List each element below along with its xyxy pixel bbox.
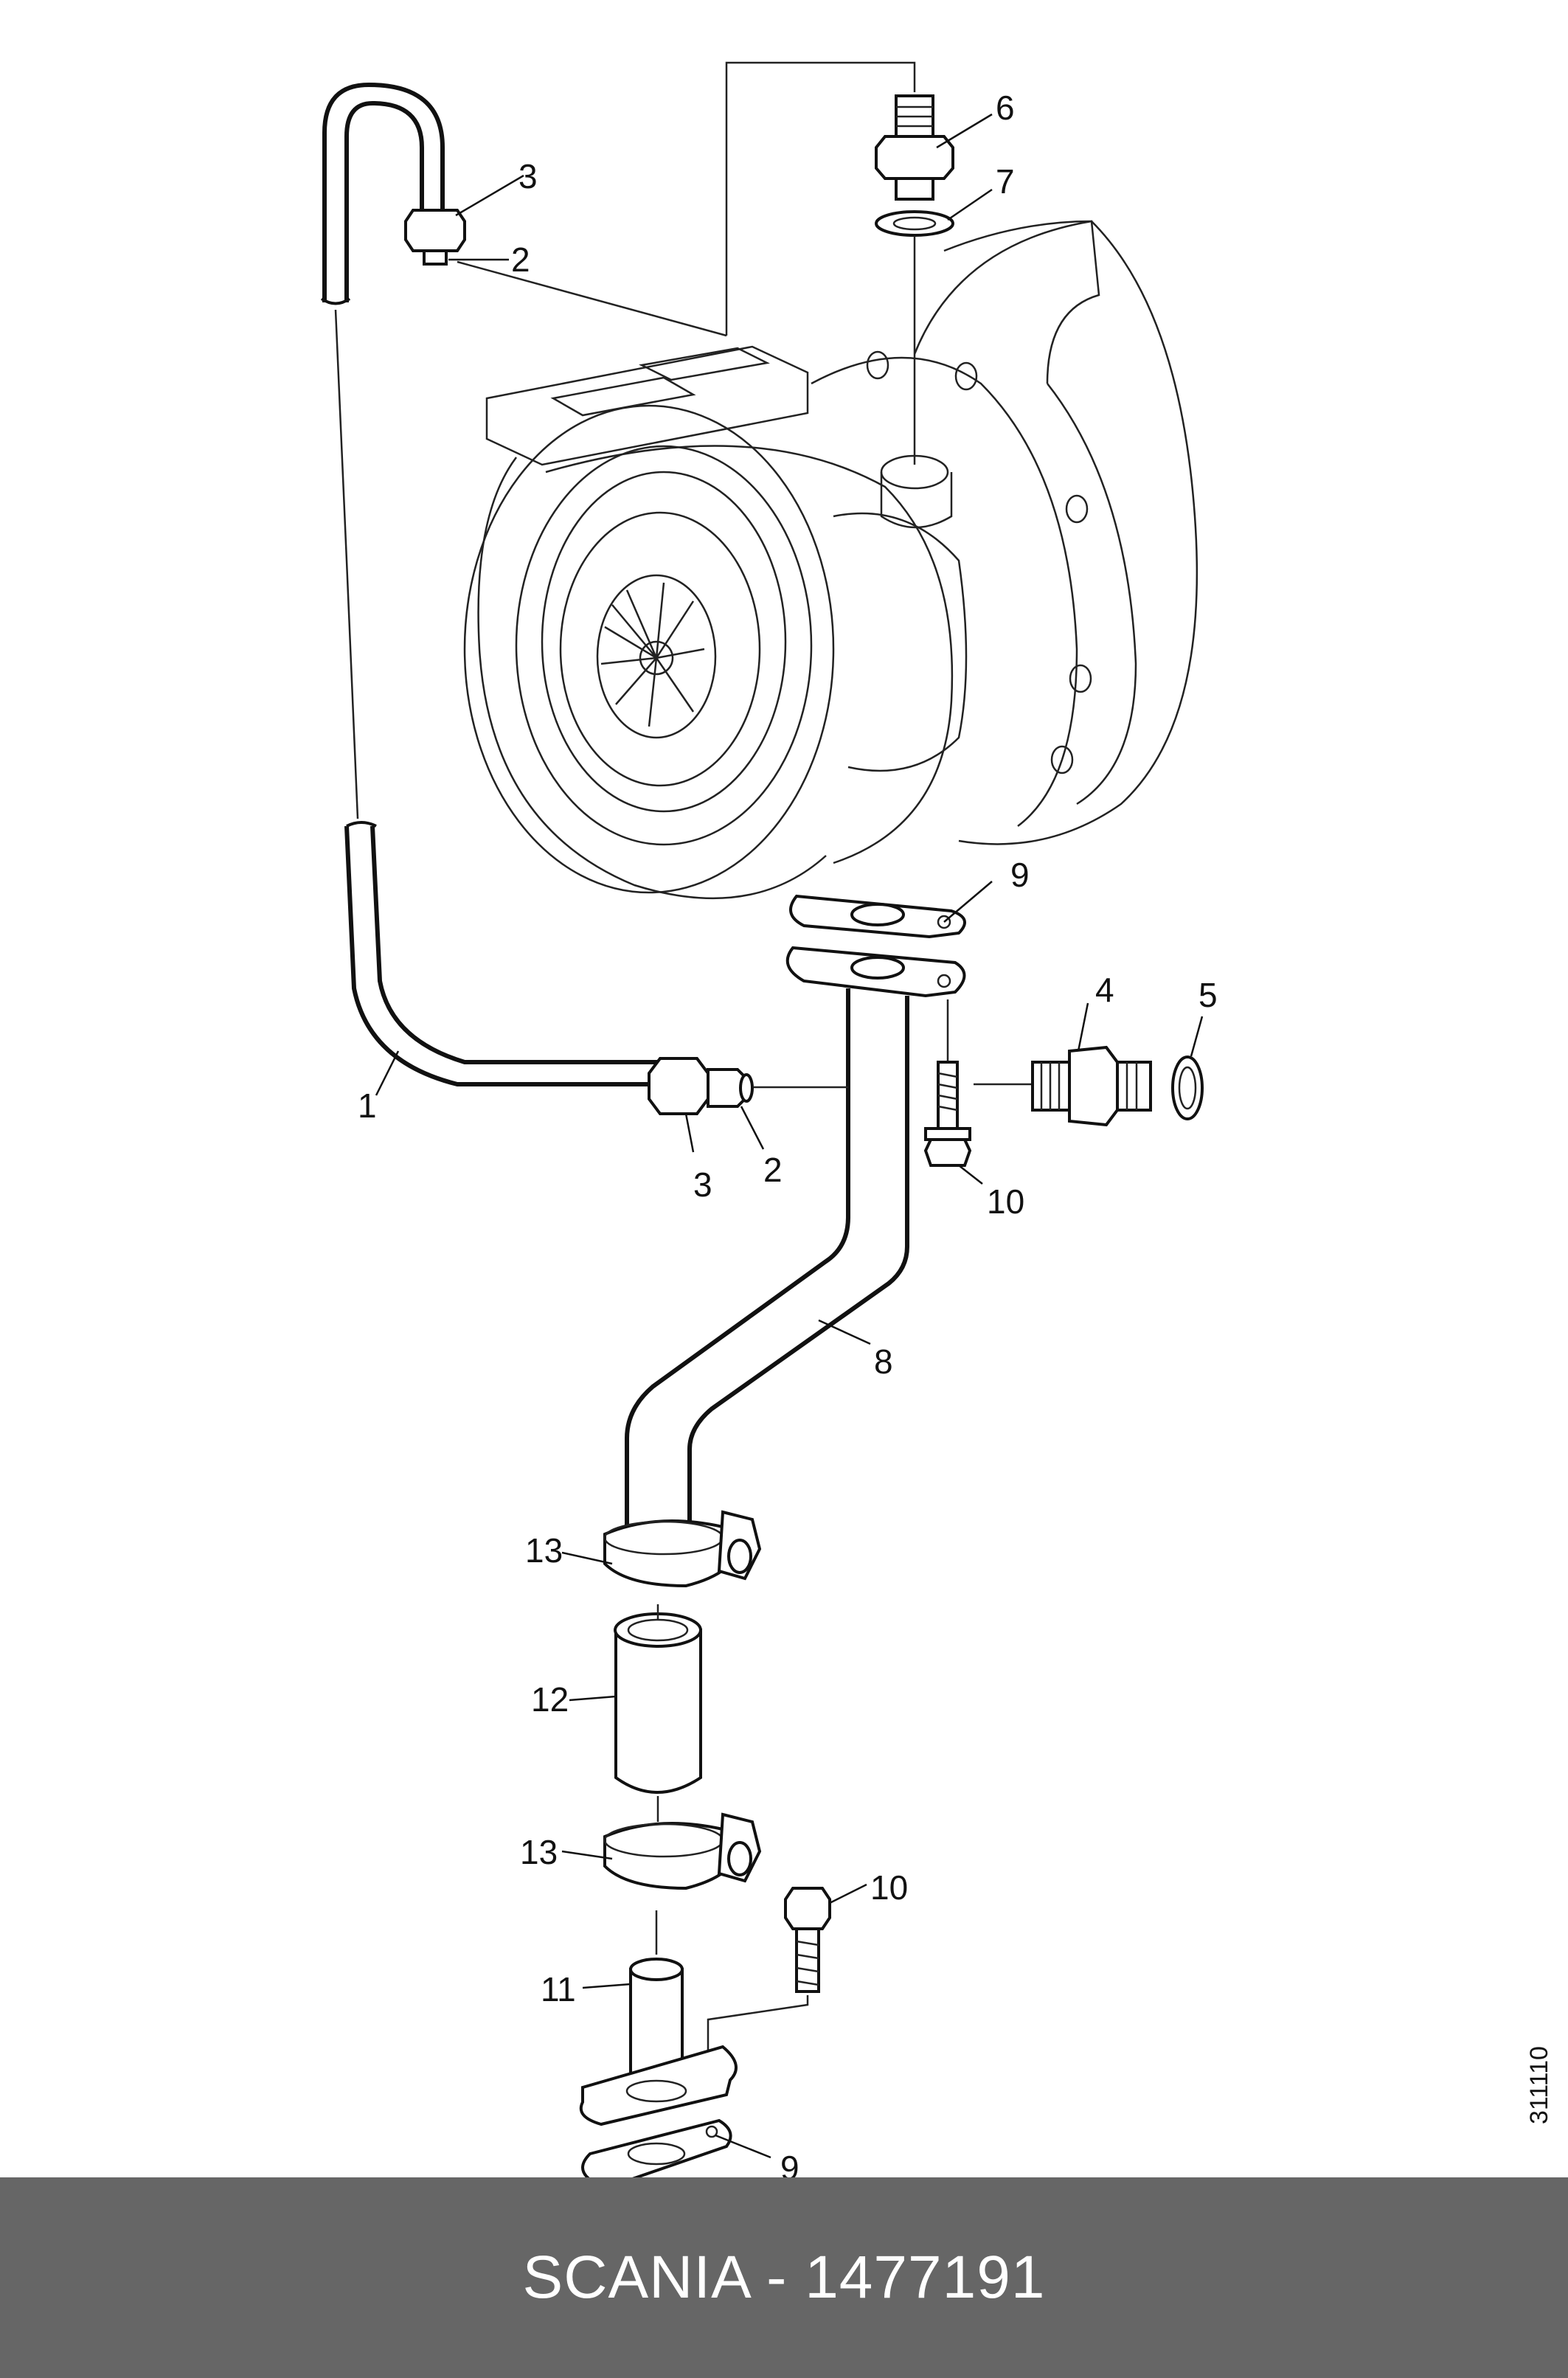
union-fitting-6 [875, 94, 954, 201]
exploded-parts-diagram: 1 2 2 3 3 4 5 6 7 8 9 9 10 10 11 12 13 1… [320, 61, 1218, 2177]
oil-return-pipe [625, 988, 909, 1527]
label-3-lower: 3 [693, 1165, 712, 1204]
label-6: 6 [996, 89, 1015, 127]
hose-12 [614, 1604, 702, 1822]
label-5: 5 [1198, 976, 1218, 1014]
gasket-9-lower [581, 2118, 732, 2177]
oil-drain-pipe-11 [579, 1910, 738, 2126]
label-10-lower: 10 [870, 1868, 908, 1907]
hose-clamp-13-upper [603, 1510, 762, 1588]
label-3-upper: 3 [518, 157, 538, 195]
label-10-upper: 10 [987, 1182, 1024, 1221]
bolt-10-upper [923, 999, 972, 1167]
part-number-title: SCANIA - 1477191 [522, 2244, 1046, 2311]
label-9-lower: 9 [780, 2149, 799, 2177]
label-13-lower: 13 [520, 1833, 558, 1871]
part-labels: 1 2 2 3 3 4 5 6 7 8 9 9 10 10 11 12 13 1… [358, 89, 1218, 2177]
gasket-9-upper [789, 894, 966, 939]
label-11: 11 [541, 1970, 576, 2008]
adapter-fitting-4 [1031, 1045, 1152, 1127]
label-9-upper: 9 [1010, 856, 1030, 894]
label-13-upper: 13 [525, 1531, 563, 1570]
label-8: 8 [874, 1342, 893, 1381]
document-number: 311110 [1525, 2046, 1553, 2124]
label-7: 7 [996, 162, 1015, 201]
label-2-upper: 2 [511, 240, 530, 279]
oil-feed-pipe [320, 82, 833, 1115]
hose-clamp-13-lower [603, 1812, 762, 1890]
oil-return-flange [785, 946, 966, 998]
leader-lines [375, 113, 1204, 2159]
sealing-ring-5 [1171, 1055, 1204, 1120]
label-4: 4 [1095, 971, 1114, 1009]
label-2-lower: 2 [763, 1151, 783, 1189]
label-12: 12 [531, 1680, 569, 1719]
footer-bar: SCANIA - 1477191 [0, 2177, 1568, 2378]
turbocharger [463, 220, 1198, 900]
sealing-washer-7 [875, 210, 954, 237]
label-1: 1 [358, 1086, 377, 1125]
